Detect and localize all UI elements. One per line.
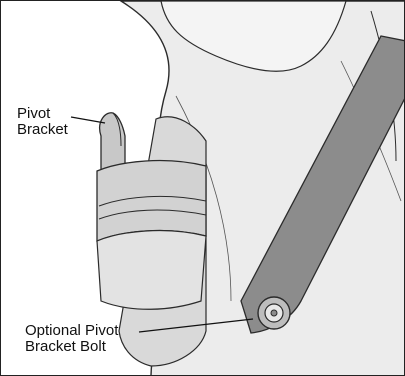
pivot-bracket-label-line-1: Pivot bbox=[17, 106, 68, 122]
bracket-bolt-center bbox=[271, 310, 277, 316]
pivot-bracket-label-line-2: Bracket bbox=[17, 122, 68, 138]
pivot-bracket-label: Pivot Bracket bbox=[17, 106, 68, 138]
lower-panel bbox=[97, 231, 206, 310]
pivot-bracket-leader-line bbox=[71, 117, 105, 123]
bracket-bolt-label-line-2: Bracket Bolt bbox=[25, 339, 118, 355]
bracket-bolt-label-line-1: Optional Pivot bbox=[25, 323, 118, 339]
wrap-band bbox=[97, 161, 206, 241]
bracket-bolt-label: Optional Pivot Bracket Bolt bbox=[25, 323, 118, 355]
